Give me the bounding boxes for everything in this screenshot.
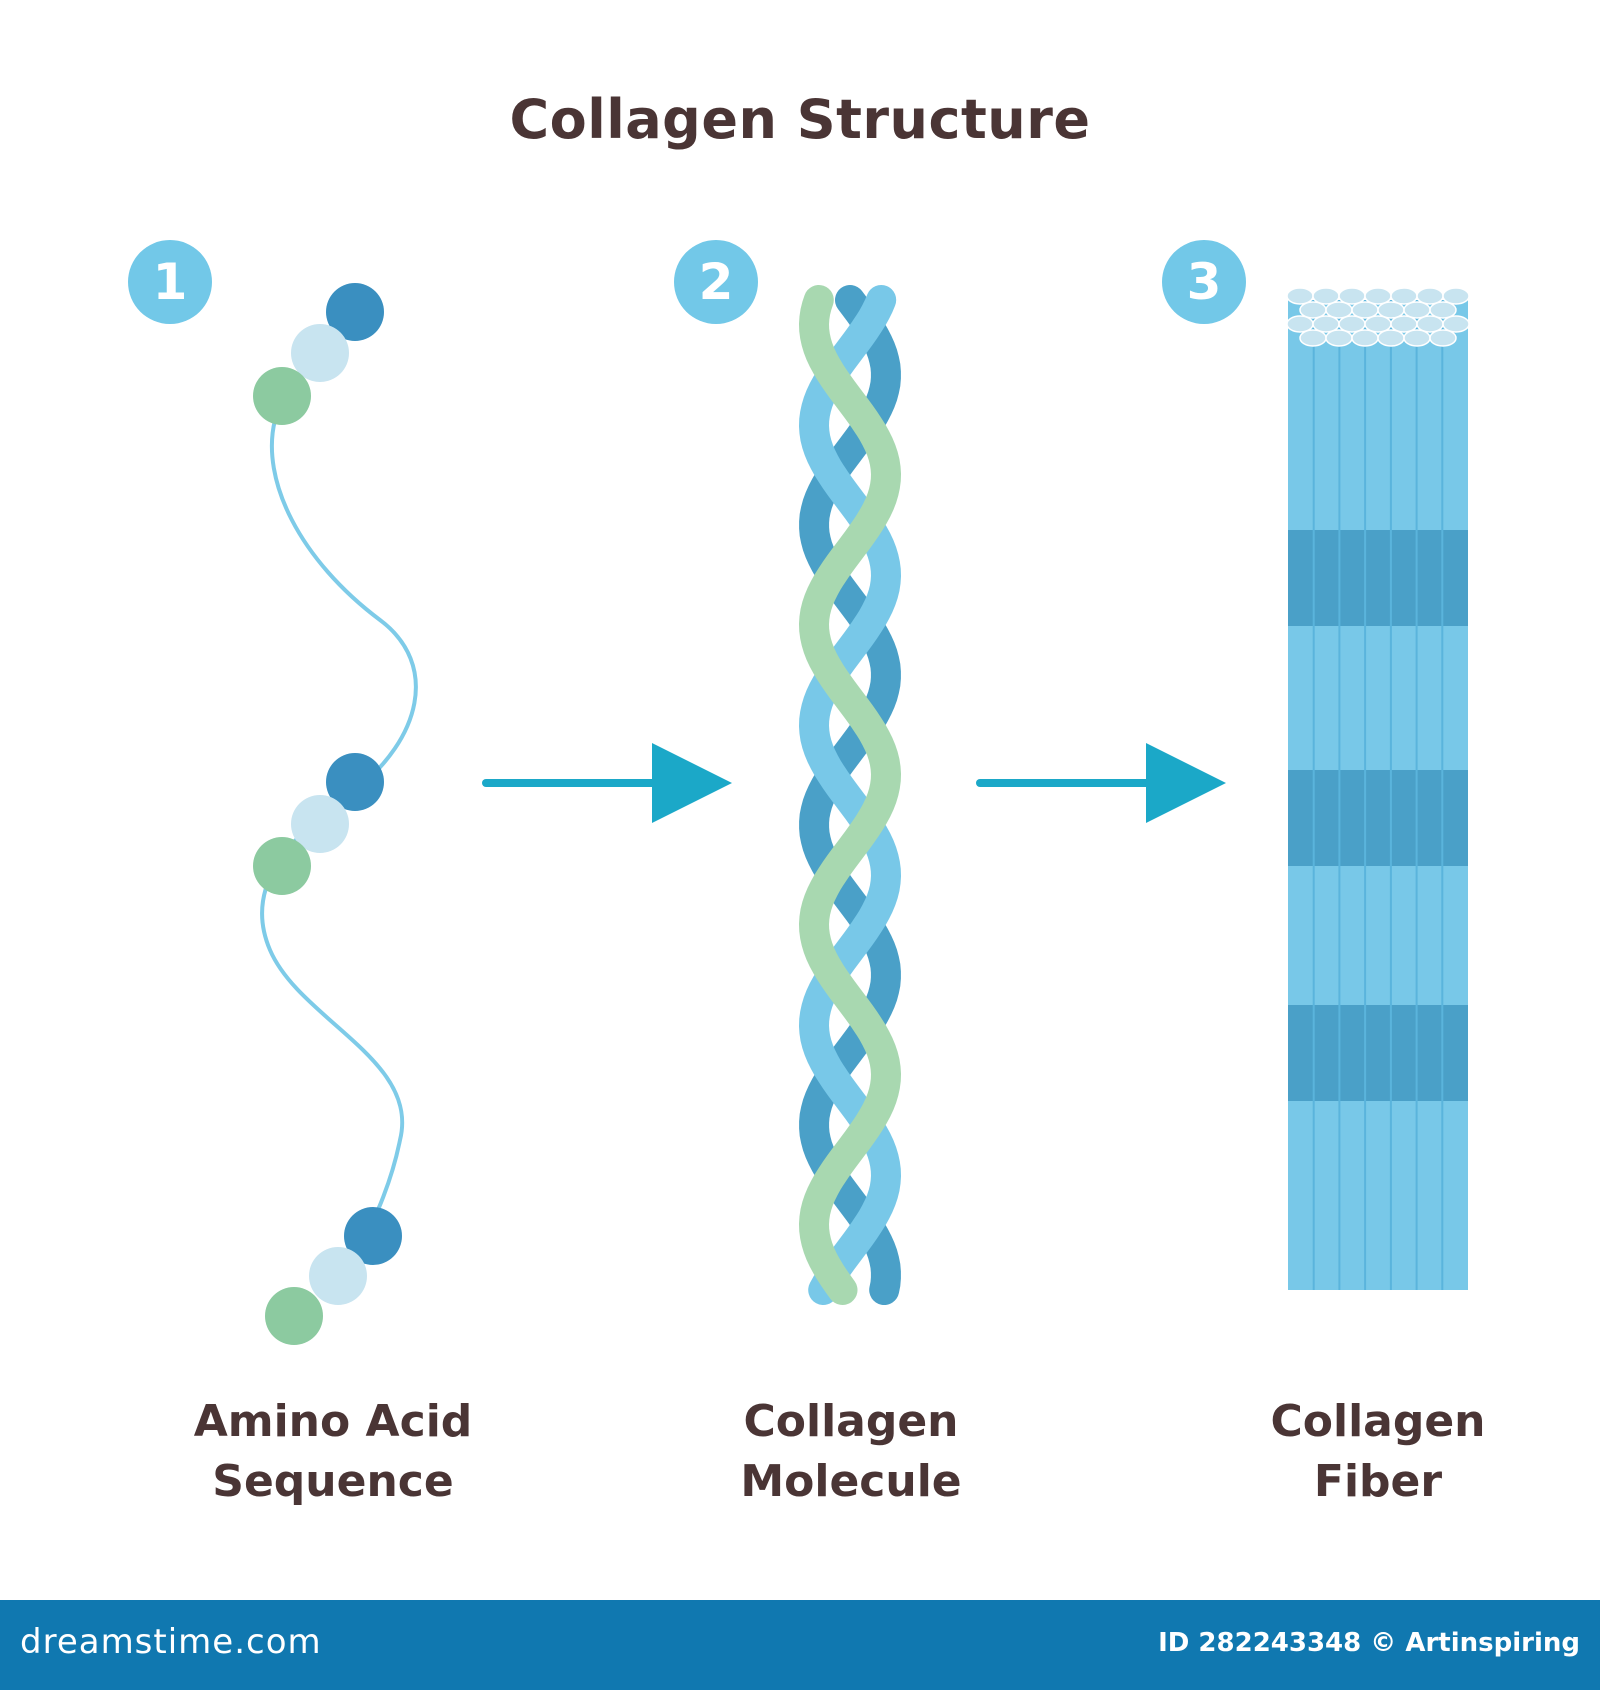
fibril-end: [1442, 315, 1470, 333]
footer-site: dreamstime.com: [20, 1622, 322, 1662]
step-2-label-line-2: Molecule: [740, 1456, 962, 1507]
step-2-label: Collagen Molecule: [641, 1392, 1061, 1512]
fibril-end: [1442, 287, 1470, 305]
amino-acid-cluster-2: [253, 753, 384, 895]
step-3-badge: 3: [1162, 240, 1246, 324]
fibril-end: [1351, 329, 1379, 347]
fibril-end: [1325, 329, 1353, 347]
diagram-canvas: [253, 283, 1470, 1345]
step-1-label-line-1: Amino Acid: [193, 1396, 473, 1447]
step-3-label-line-1: Collagen: [1270, 1396, 1486, 1447]
amino-acid-bead-dark: [326, 283, 384, 341]
fibril-end: [1377, 329, 1405, 347]
fiber-top-cap: [1286, 287, 1470, 347]
amino-acid-bead-green: [253, 367, 311, 425]
fibril-end: [1429, 329, 1457, 347]
collagen-fiber: [1286, 287, 1470, 1290]
collagen-triple-helix: [798, 285, 902, 1305]
step-2-badge: 2: [674, 240, 758, 324]
amino-acid-bead-green: [253, 837, 311, 895]
fibril-end: [1403, 329, 1431, 347]
amino-acid-bead-dark: [326, 753, 384, 811]
footer-credit: ID 282243348 © Artinspiring: [1158, 1628, 1580, 1658]
amino-acid-bead-light: [291, 324, 349, 382]
amino-acid-bead-light: [309, 1247, 367, 1305]
amino-acid-bead-green: [265, 1287, 323, 1345]
step-1-badge: 1: [128, 240, 212, 324]
amino-acid-cluster-1: [253, 283, 384, 425]
amino-acid-cluster-3: [265, 1207, 402, 1345]
step-3-label: Collagen Fiber: [1168, 1392, 1588, 1512]
diagram-title: Collagen Structure: [509, 88, 1091, 151]
fibril-end: [1299, 329, 1327, 347]
step-2-label-line-1: Collagen: [743, 1396, 959, 1447]
step-3-label-line-2: Fiber: [1313, 1456, 1443, 1507]
step-1-label-line-2: Sequence: [212, 1456, 454, 1507]
amino-acid-bead-dark: [344, 1207, 402, 1265]
fiber-band-3: [1288, 1005, 1468, 1101]
step-1-label: Amino Acid Sequence: [123, 1392, 543, 1512]
helix-strand-green: [798, 285, 902, 1305]
fibril-end: [1429, 301, 1457, 319]
fiber-band-1: [1288, 530, 1468, 626]
fiber-band-2: [1288, 770, 1468, 866]
footer-bar: dreamstime.com ID 282243348 © Artinspiri…: [0, 1600, 1600, 1690]
amino-acid-bead-light: [291, 795, 349, 853]
